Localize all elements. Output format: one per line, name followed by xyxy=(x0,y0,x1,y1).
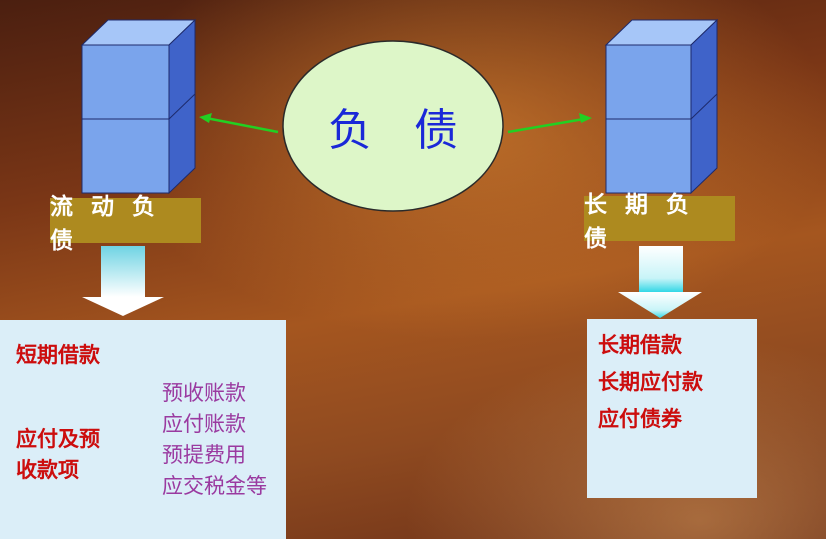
right-item: 应付债券 xyxy=(598,407,682,431)
left-title-box: 流 动 负 债 xyxy=(50,194,201,254)
left-cube-side-seam xyxy=(168,93,196,120)
right-cube-lower-block xyxy=(605,118,692,194)
right-connector-arrow xyxy=(507,113,592,134)
right-item-list: 长期借款 长期应付款 应付债券 xyxy=(598,327,703,438)
right-down-arrow xyxy=(618,246,702,318)
right-panel: 长期借款 长期应付款 应付债券 xyxy=(587,319,757,498)
right-cube-side-seam xyxy=(690,93,718,120)
left-subitem: 应付账款 xyxy=(162,412,246,436)
left-subitem: 预收账款 xyxy=(162,381,246,405)
left-subitem-list: 预收账款 应付账款 预提费用 应交税金等 xyxy=(162,378,267,502)
center-label: 负 债 xyxy=(328,105,472,156)
left-item-short-term-loan: 短期借款 xyxy=(16,343,100,367)
left-cube-lower-block xyxy=(81,118,170,194)
left-subitem: 预提费用 xyxy=(162,443,246,467)
left-cube-stack xyxy=(80,18,197,195)
right-cube-upper-block xyxy=(605,44,692,120)
left-item-payables-line1: 应付及预 xyxy=(16,427,100,451)
right-cube-stack xyxy=(604,18,719,195)
center-ellipse xyxy=(282,40,504,212)
left-subitem: 应交税金等 xyxy=(162,474,267,498)
left-title: 流 动 负 债 xyxy=(50,193,161,254)
right-title: 长 期 负 债 xyxy=(584,191,695,252)
right-title-box: 长 期 负 债 xyxy=(584,192,735,252)
left-connector-arrow xyxy=(199,113,279,134)
right-item: 长期应付款 xyxy=(598,370,703,394)
right-item: 长期借款 xyxy=(598,333,682,357)
left-item-payables-line2: 收款项 xyxy=(16,458,79,482)
left-panel: 短期借款 应付及预 收款项 预收账款 应付账款 预提费用 应交税金等 xyxy=(0,320,286,539)
left-down-arrow xyxy=(82,246,164,316)
left-cube-upper-block xyxy=(81,44,170,120)
